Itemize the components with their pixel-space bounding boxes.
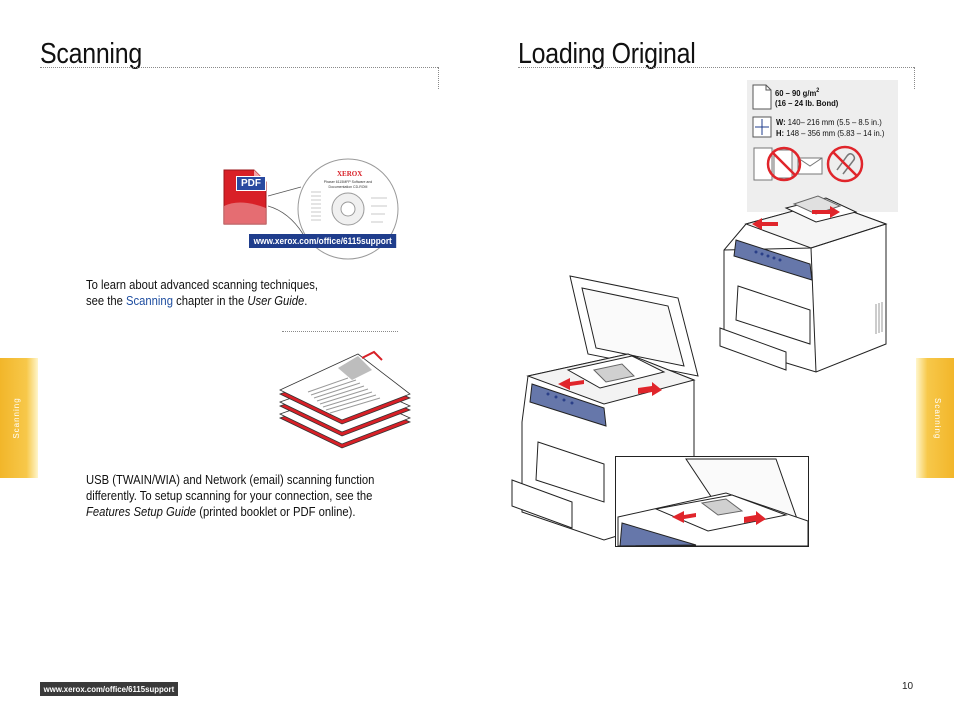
page-title-loading-original: Loading Original [518, 38, 696, 70]
printer-adf-loading-illustration [716, 194, 892, 380]
paper-dimensions-icon [752, 116, 772, 138]
side-tab-left[interactable]: Scanning [0, 358, 38, 478]
paper-weight-exponent: 2 [816, 88, 820, 94]
usb-line2: differently. To setup scanning for your … [86, 489, 373, 503]
page-title-scanning: Scanning [40, 38, 142, 70]
paper-bond-spec: (16 – 24 lb. Bond) [775, 98, 839, 108]
media-spec-panel [747, 80, 898, 212]
paper-sheet-icon [752, 84, 772, 110]
footer-support-url[interactable]: www.xerox.com/office/6115support [40, 682, 178, 696]
side-tab-right[interactable]: Scanning [916, 358, 954, 478]
title-rule-left-end [438, 67, 439, 89]
no-clips-icon [825, 144, 865, 184]
usb-line3-rest: (printed booklet or PDF online). [196, 505, 356, 519]
advanced-scanning-line2: see the Scanning chapter in the User Gui… [86, 293, 318, 309]
cd-title-line1: Phaser 6115MFP Software and [323, 180, 373, 184]
usb-line1: USB (TWAIN/WIA) and Network (email) scan… [86, 473, 375, 487]
title-rule-right-end [914, 67, 915, 89]
page-number: 10 [902, 681, 914, 692]
section-divider-rule [282, 331, 398, 332]
support-url-badge[interactable]: www.xerox.com/office/6115support [249, 234, 397, 248]
usb-network-scanning-text: USB (TWAIN/WIA) and Network (email) scan… [86, 472, 374, 520]
usb-line3: Features Setup Guide (printed booklet or… [86, 504, 374, 520]
pdf-label: PDF [236, 176, 266, 191]
advanced-scanning-line1: To learn about advanced scanning techniq… [86, 278, 319, 292]
height-label: H: [776, 128, 785, 138]
platen-detail-inset [615, 456, 809, 547]
scanning-chapter-link[interactable]: Scanning [126, 294, 173, 308]
line2-end: . [304, 294, 308, 308]
paper-weight: 60 – 90 g/m [775, 87, 817, 98]
line2-mid: chapter in the [172, 294, 248, 308]
features-setup-guide-ref: Features Setup Guide [86, 505, 197, 519]
height-value: 148 – 356 mm (5.83 – 14 in.) [784, 128, 885, 138]
no-torn-media-icon [752, 144, 827, 184]
features-setup-guide-booklets [278, 350, 413, 450]
title-rule-left [40, 67, 438, 68]
connector-lines [265, 186, 305, 236]
side-tab-left-label: Scanning [12, 397, 21, 439]
paper-weight-spec: 60 – 90 g/m2 [775, 86, 819, 99]
width-value: 140– 216 mm (5.5 – 8.5 in.) [785, 117, 882, 127]
width-spec: W: 140– 216 mm (5.5 – 8.5 in.) [776, 117, 882, 128]
side-tab-right-label: Scanning [933, 398, 942, 440]
line2-pre: see the [86, 294, 127, 308]
advanced-scanning-text: To learn about advanced scanning techniq… [86, 277, 318, 309]
user-guide-ref: User Guide [247, 294, 305, 308]
width-label: W: [776, 117, 786, 127]
height-spec: H: 148 – 356 mm (5.83 – 14 in.) [776, 128, 884, 139]
cd-brand-logo: XEROX [337, 170, 363, 178]
cd-title-line2: Documentation CD-ROM [328, 184, 368, 189]
cd-title: Phaser 6115MFP Software and Documentatio… [318, 180, 378, 189]
title-rule-right [518, 67, 914, 68]
